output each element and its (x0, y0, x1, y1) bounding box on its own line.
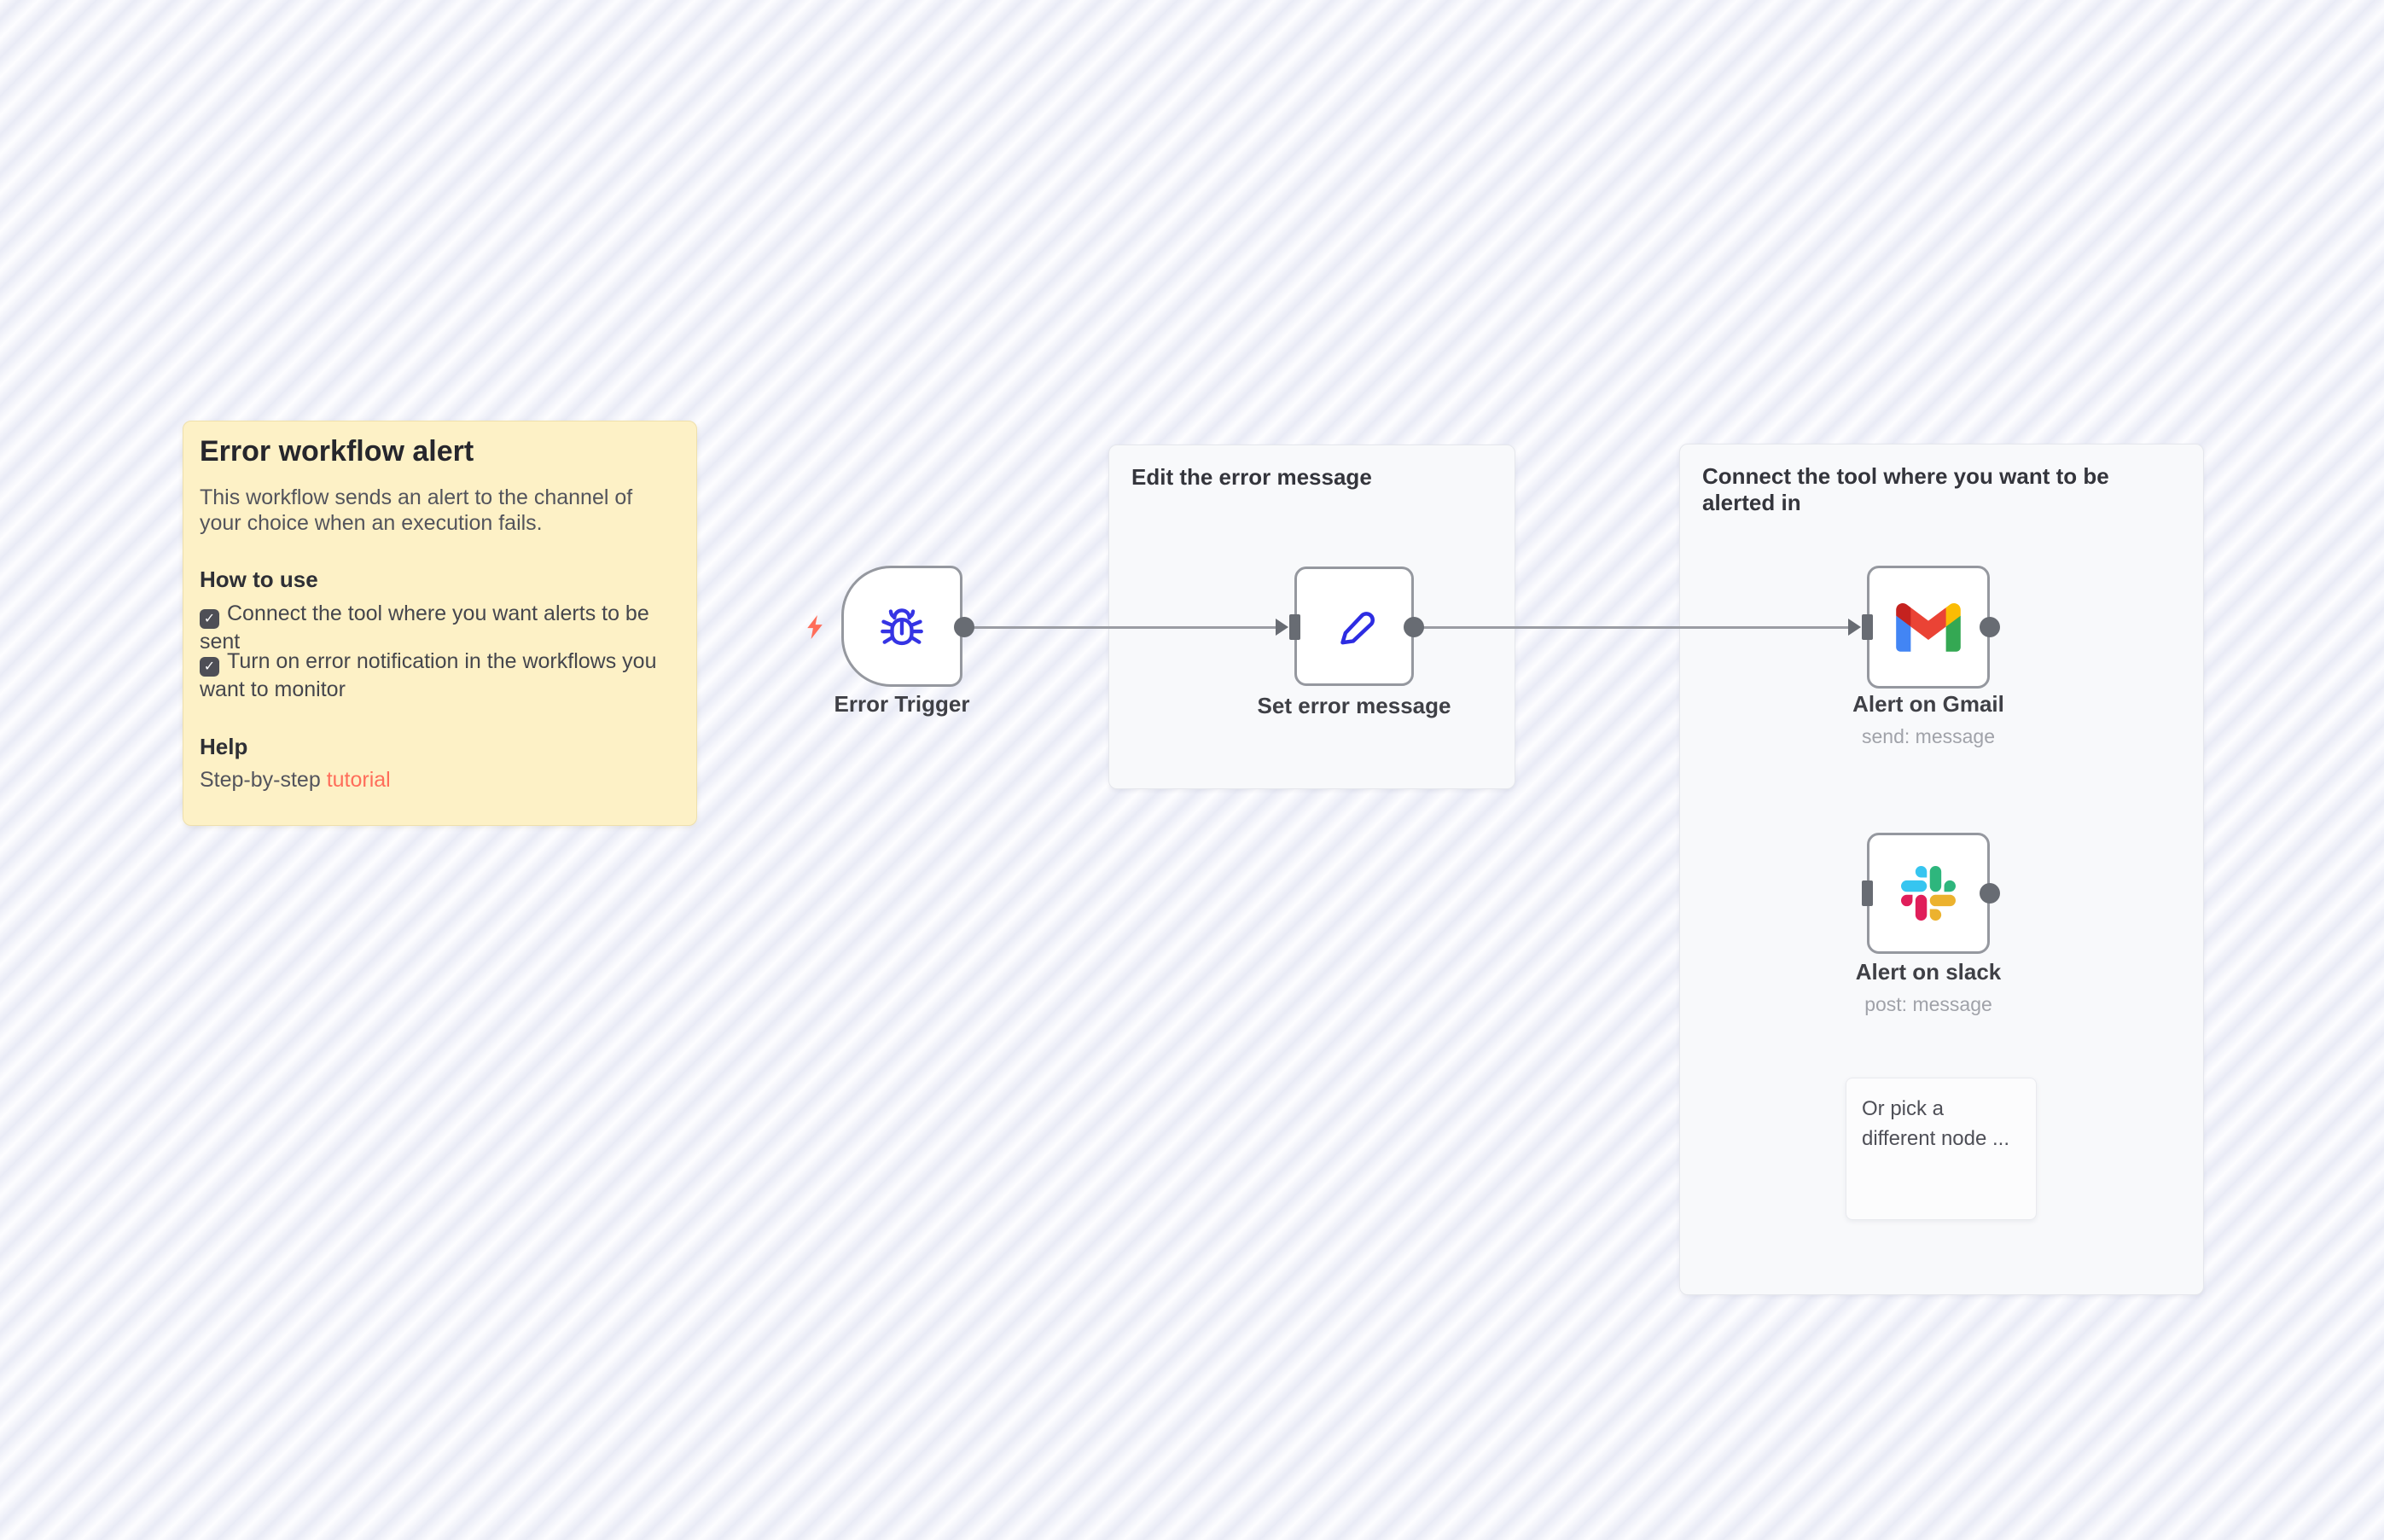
pick-different-node-text: Or pick a different node ... (1862, 1097, 2010, 1150)
edge-arrowhead-icon (1848, 619, 1861, 636)
checkbox-checked-icon: ✓ (200, 609, 219, 629)
node-label-error-trigger: Error Trigger (834, 691, 970, 717)
help-text: Step-by-step (200, 768, 327, 792)
group-title: Edit the error message (1131, 464, 1372, 490)
pen-icon (1340, 612, 1375, 645)
sticky-description: This workflow sends an alert to the chan… (200, 485, 633, 535)
checklist-item-text: Turn on error notification in the workfl… (200, 649, 657, 701)
group-title: Connect the tool where you want to be al… (1702, 463, 2109, 515)
input-port-slack[interactable] (1862, 880, 1873, 906)
checklist-item: ✓Turn on error notification in the workf… (200, 648, 690, 703)
output-port-gmail[interactable] (1980, 617, 2000, 637)
bug-icon (881, 608, 923, 646)
checklist-item: ✓Connect the tool where you want alerts … (200, 601, 690, 655)
gmail-icon (1896, 602, 1961, 652)
node-subtitle-alert-on-slack: post: message (1864, 993, 1992, 1015)
edge-trigger-to-set[interactable] (964, 626, 1276, 629)
edge-arrowhead-icon (1276, 619, 1288, 636)
output-port-error-trigger[interactable] (954, 617, 974, 637)
edge-set-to-gmail[interactable] (1414, 626, 1849, 629)
node-error-trigger[interactable] (841, 566, 962, 687)
help-line: Step-by-step tutorial (200, 768, 391, 793)
slack-icon (1901, 866, 1956, 921)
sticky-title: Error workflow alert (200, 435, 474, 468)
how-to-use-heading: How to use (200, 567, 318, 592)
input-port-set-error-message[interactable] (1289, 614, 1300, 640)
pick-different-node-card[interactable]: Or pick a different node ... (1846, 1078, 2037, 1220)
output-port-slack[interactable] (1980, 883, 2000, 904)
output-port-set-error-message[interactable] (1404, 617, 1424, 637)
node-label-alert-on-gmail: Alert on Gmail (1852, 691, 2004, 717)
lightning-bolt-icon (807, 615, 823, 639)
checklist-item-text: Connect the tool where you want alerts t… (200, 601, 649, 654)
checkbox-checked-icon: ✓ (200, 657, 219, 677)
node-label-set-error-message: Set error message (1257, 693, 1451, 718)
node-alert-on-slack[interactable] (1867, 833, 1990, 954)
node-alert-on-gmail[interactable] (1867, 566, 1990, 689)
input-port-gmail[interactable] (1862, 614, 1873, 640)
sticky-note[interactable]: Error workflow alert This workflow sends… (183, 421, 697, 826)
tutorial-link[interactable]: tutorial (326, 768, 391, 792)
help-heading: Help (200, 734, 248, 759)
node-subtitle-alert-on-gmail: send: message (1862, 725, 1995, 747)
node-set-error-message[interactable] (1294, 567, 1414, 686)
node-label-alert-on-slack: Alert on slack (1855, 959, 2002, 985)
